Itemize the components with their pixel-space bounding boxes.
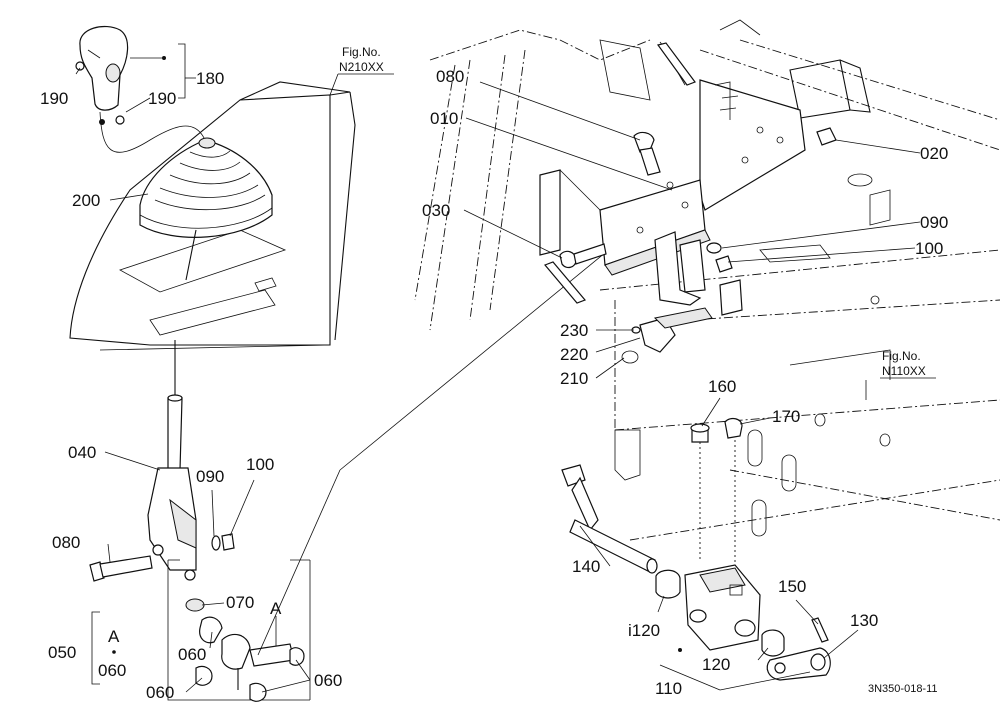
bolt-080-right xyxy=(633,131,661,176)
callout-010: 010 xyxy=(430,109,458,128)
callout-170: 170 xyxy=(772,407,800,426)
fig-ref-right-line1: Fig.No. xyxy=(882,349,921,363)
callout-020: 020 xyxy=(920,144,948,163)
washer-nut-left xyxy=(211,533,235,551)
lever-130 xyxy=(766,647,831,681)
bolt-080-left xyxy=(89,555,153,582)
callout-210: 210 xyxy=(560,369,588,388)
callout-060b: 060 xyxy=(146,683,174,702)
callout-120: 120 xyxy=(702,655,730,674)
callout-100-right: 100 xyxy=(915,239,943,258)
callout-050: 050 xyxy=(48,643,76,662)
fig-ref-left-line1: Fig.No. xyxy=(342,45,381,59)
washer-nut-right xyxy=(706,242,733,273)
callout-090-right: 090 xyxy=(920,213,948,232)
callout-i120: i120 xyxy=(628,621,660,640)
callout-180: 180 xyxy=(196,69,224,88)
fig-ref-left: Fig.No. N210XX xyxy=(329,45,394,96)
callout-110: 110 xyxy=(655,679,682,698)
callout-150: 150 xyxy=(778,577,806,596)
leader-lines xyxy=(75,43,921,693)
fig-ref-right-line2: N110XX xyxy=(882,364,926,378)
shift-lever xyxy=(147,340,197,581)
shaft-140 xyxy=(561,464,658,574)
callout-190a: 190 xyxy=(40,89,68,108)
bolt-170 xyxy=(724,417,743,580)
callout-230: 230 xyxy=(560,321,588,340)
callout-A-detail: A xyxy=(270,599,282,618)
callout-030: 030 xyxy=(422,201,450,220)
callout-140: 140 xyxy=(572,557,600,576)
cab-frame xyxy=(414,19,1000,541)
detail-box xyxy=(167,559,311,701)
pin-210-220-230 xyxy=(621,307,713,364)
bracket-010 xyxy=(539,79,806,316)
callout-100-left: 100 xyxy=(246,455,274,474)
callout-060c: 060 xyxy=(314,671,342,690)
bracket-box-110 xyxy=(659,664,811,691)
callout-060a: 060 xyxy=(178,645,206,664)
fig-ref-left-line2: N210XX xyxy=(339,60,384,74)
leader-long-1 xyxy=(257,469,341,656)
detail-parts xyxy=(185,598,305,702)
shift-knob xyxy=(75,25,206,153)
callout-160: 160 xyxy=(708,377,736,396)
bushing-120 xyxy=(655,569,785,657)
rubber-boot xyxy=(139,137,273,281)
callout-060d: 060 xyxy=(98,661,126,680)
housing-110 xyxy=(684,564,761,651)
callout-labels: 180 190 190 200 080 010 020 030 090 100 … xyxy=(40,56,948,702)
bolt-030 xyxy=(559,243,607,269)
callout-220: 220 xyxy=(560,345,588,364)
callout-200: 200 xyxy=(72,191,100,210)
drawing-code: 3N350-018-11 xyxy=(868,683,938,695)
callout-080-left: 080 xyxy=(52,533,80,552)
callout-070: 070 xyxy=(226,593,254,612)
callout-A-legend: A xyxy=(108,627,120,646)
callout-190b: 190 xyxy=(148,89,176,108)
callout-090-left: 090 xyxy=(196,467,224,486)
callout-040: 040 xyxy=(68,443,96,462)
console-cover xyxy=(69,81,356,351)
callout-130: 130 xyxy=(850,611,878,630)
pin-top xyxy=(543,42,696,304)
frame-slots xyxy=(747,429,797,537)
bolt-160 xyxy=(690,423,710,560)
nut-020 xyxy=(816,127,837,146)
callout-080-right: 080 xyxy=(436,67,464,86)
pin-150 xyxy=(811,617,829,643)
